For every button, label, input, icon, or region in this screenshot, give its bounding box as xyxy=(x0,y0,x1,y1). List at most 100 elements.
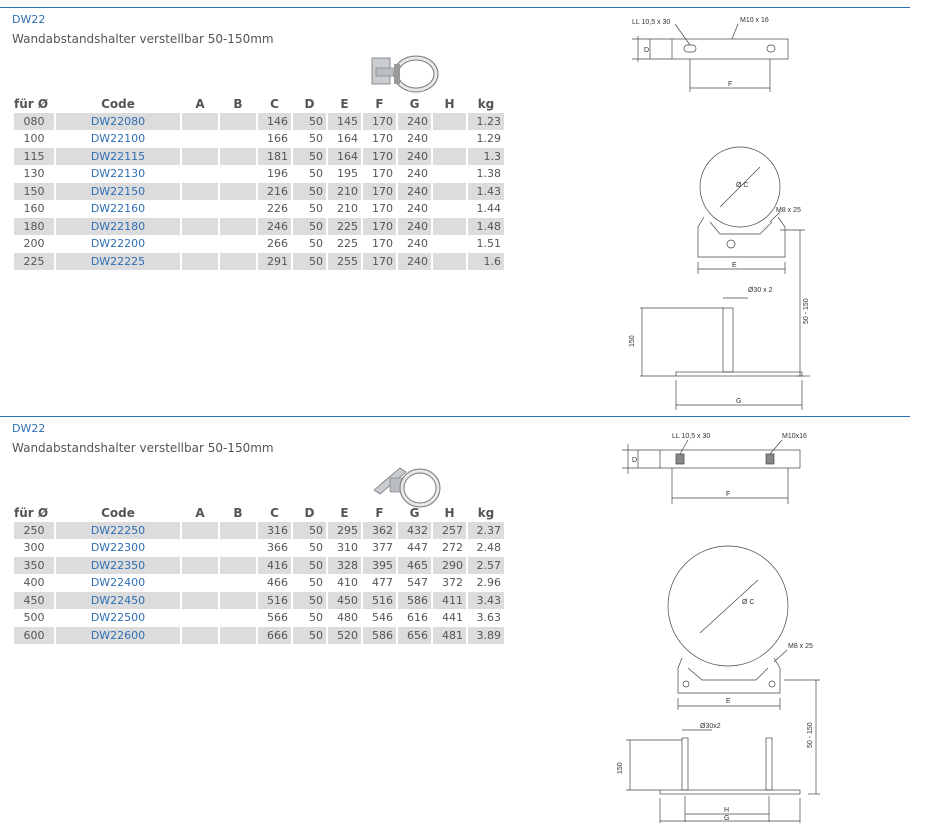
cell-a xyxy=(182,592,218,610)
cell-h: 257 xyxy=(433,522,466,540)
cell-g: 240 xyxy=(398,201,431,218)
cell-h xyxy=(433,166,466,183)
cell-kg: 1.48 xyxy=(468,218,504,236)
cell-b xyxy=(220,522,256,540)
cell-h xyxy=(433,236,466,253)
cell-dia: 500 xyxy=(14,610,54,627)
cell-code-link[interactable]: DW22225 xyxy=(56,253,180,271)
cell-kg: 1.43 xyxy=(468,183,504,201)
cell-code-link[interactable]: DW22400 xyxy=(56,575,180,592)
cell-code-link[interactable]: DW22100 xyxy=(56,131,180,148)
cell-code-link[interactable]: DW22500 xyxy=(56,610,180,627)
cell-code-link[interactable]: DW22350 xyxy=(56,557,180,575)
cell-a xyxy=(182,218,218,236)
cell-dia: 300 xyxy=(14,540,54,557)
cell-kg: 1.29 xyxy=(468,131,504,148)
product-subtitle: Wandabstandshalter verstellbar 50-150mm xyxy=(12,441,274,455)
col-header: D xyxy=(304,97,315,111)
col-header: F xyxy=(375,97,384,111)
cell-b xyxy=(220,627,256,645)
cell-b xyxy=(220,592,256,610)
cell-code-link[interactable]: DW22150 xyxy=(56,183,180,201)
cell-code-link[interactable]: DW22160 xyxy=(56,201,180,218)
cell-g: 240 xyxy=(398,113,431,131)
drawing-label-g: G xyxy=(724,815,729,822)
cell-f: 170 xyxy=(363,218,396,236)
cell-f: 516 xyxy=(363,592,396,610)
cell-b xyxy=(220,148,256,166)
section-rule xyxy=(0,7,910,8)
cell-a xyxy=(182,522,218,540)
product-subtitle: Wandabstandshalter verstellbar 50-150mm xyxy=(12,32,274,46)
cell-d: 50 xyxy=(293,557,326,575)
cell-g: 240 xyxy=(398,166,431,183)
cell-h: 290 xyxy=(433,557,466,575)
cell-dia: 225 xyxy=(14,253,54,271)
cell-b xyxy=(220,218,256,236)
cell-d: 50 xyxy=(293,131,326,148)
cell-dia: 160 xyxy=(14,201,54,218)
cell-b xyxy=(220,610,256,627)
cell-dia: 350 xyxy=(14,557,54,575)
cell-d: 50 xyxy=(293,218,326,236)
cell-dia: 450 xyxy=(14,592,54,610)
cell-d: 50 xyxy=(293,610,326,627)
cell-code-link[interactable]: DW22130 xyxy=(56,166,180,183)
cell-a xyxy=(182,610,218,627)
cell-e: 225 xyxy=(328,218,361,236)
cell-code-link[interactable]: DW22080 xyxy=(56,113,180,131)
cell-e: 328 xyxy=(328,557,361,575)
cell-h: 441 xyxy=(433,610,466,627)
cell-d: 50 xyxy=(293,627,326,645)
cell-d: 50 xyxy=(293,575,326,592)
drawing-label-tube: Ø30x2 xyxy=(700,723,721,730)
drawing-label-bolt: M10x16 xyxy=(782,433,807,440)
drawing-label-d: D xyxy=(632,457,637,464)
cell-code-link[interactable]: DW22180 xyxy=(56,218,180,236)
cell-e: 520 xyxy=(328,627,361,645)
cell-code-link[interactable]: DW22600 xyxy=(56,627,180,645)
cell-code-link[interactable]: DW22200 xyxy=(56,236,180,253)
drawing-label-length: 150 xyxy=(617,762,624,774)
cell-code-link[interactable]: DW22115 xyxy=(56,148,180,166)
drawing-label-length: 150 xyxy=(629,335,636,347)
cell-code-link[interactable]: DW22300 xyxy=(56,540,180,557)
product-code-title: DW22 xyxy=(12,422,46,435)
cell-h xyxy=(433,148,466,166)
cell-h: 372 xyxy=(433,575,466,592)
cell-c: 516 xyxy=(258,592,291,610)
cell-dia: 130 xyxy=(14,166,54,183)
cell-kg: 2.57 xyxy=(468,557,504,575)
cell-d: 50 xyxy=(293,148,326,166)
cell-g: 616 xyxy=(398,610,431,627)
cell-g: 240 xyxy=(398,218,431,236)
drawing-label-clamp-bolt: M8 x 25 xyxy=(776,207,801,214)
cell-code-link[interactable]: DW22450 xyxy=(56,592,180,610)
cell-g: 240 xyxy=(398,183,431,201)
cell-c: 166 xyxy=(258,131,291,148)
cell-e: 210 xyxy=(328,183,361,201)
cell-a xyxy=(182,166,218,183)
cell-h: 411 xyxy=(433,592,466,610)
cell-code-link[interactable]: DW22250 xyxy=(56,522,180,540)
cell-c: 146 xyxy=(258,113,291,131)
product-code-title: DW22 xyxy=(12,13,46,26)
cell-a xyxy=(182,113,218,131)
cell-c: 466 xyxy=(258,575,291,592)
cell-d: 50 xyxy=(293,113,326,131)
col-header: H xyxy=(444,97,455,111)
cell-a xyxy=(182,183,218,201)
cell-kg: 2.96 xyxy=(468,575,504,592)
cell-f: 170 xyxy=(363,148,396,166)
col-header: A xyxy=(195,506,205,520)
cell-d: 50 xyxy=(293,522,326,540)
section-rule xyxy=(0,416,910,417)
